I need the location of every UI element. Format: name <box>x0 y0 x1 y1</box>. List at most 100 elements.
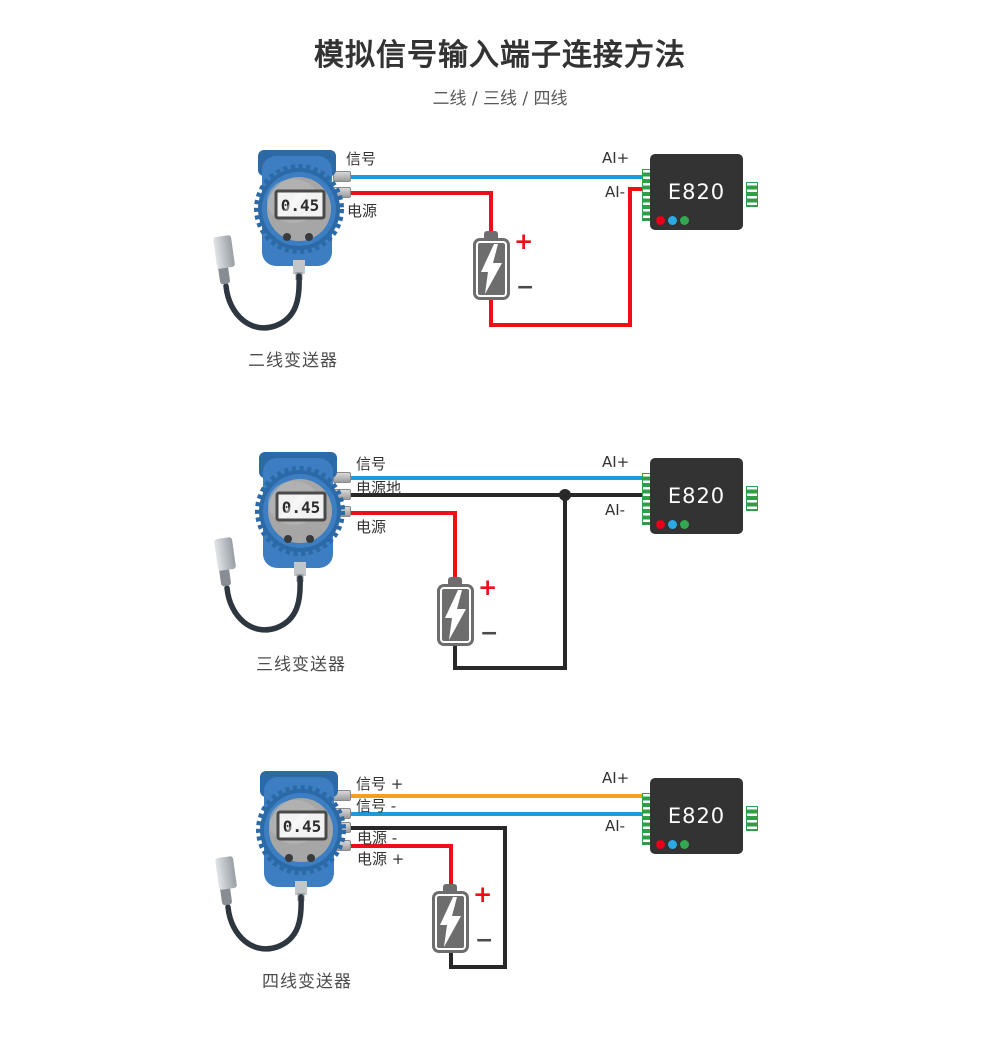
module-model-label: E820 <box>667 484 726 508</box>
ground-wire <box>350 493 648 497</box>
sensor-cable <box>224 575 303 633</box>
power-minus-wire-segment <box>350 826 507 830</box>
pressure-transmitter: 0.45 <box>214 452 345 633</box>
lcd-value: 0.45 <box>281 196 320 215</box>
battery-minus-label: − <box>516 275 535 300</box>
led-red-icon <box>656 520 665 529</box>
input-label-ai-minus: AI- <box>605 817 626 835</box>
led-blue-icon <box>668 520 677 529</box>
pressure-transmitter: 0.45 <box>213 150 344 331</box>
signal-wire <box>350 476 648 480</box>
lightning-bolt-icon <box>440 897 461 947</box>
signal-plus-wire <box>350 794 648 798</box>
battery-plus-label: + <box>514 229 534 255</box>
lcd-value: 0.45 <box>282 498 321 517</box>
adjust-button-icon <box>307 854 315 862</box>
power-wire-segment <box>489 191 493 239</box>
diagram-caption: 四线变送器 <box>262 972 352 992</box>
battery-cap <box>448 577 462 586</box>
led-blue-icon <box>668 216 677 225</box>
sensor-probe <box>214 537 236 571</box>
battery-cell <box>437 584 474 646</box>
e820-module: E820 <box>642 776 760 856</box>
terminal-label-power: 电源 <box>356 518 387 536</box>
module-body: E820 <box>650 458 743 534</box>
power-wire-segment <box>489 323 632 327</box>
input-label-ai-plus: AI+ <box>602 453 630 471</box>
lcd-glare <box>281 814 309 837</box>
module-body: E820 <box>650 154 743 230</box>
junction-dot <box>559 489 571 501</box>
lcd-display <box>274 189 326 220</box>
sensor-cable <box>225 894 304 952</box>
lightning-bolt-icon <box>445 590 466 640</box>
module-body: E820 <box>650 778 743 854</box>
battery-cell <box>432 891 469 953</box>
battery-cap <box>484 231 498 240</box>
e820-module: E820 <box>642 456 760 536</box>
signal-minus-wire <box>350 812 648 816</box>
terminal-label-signal-minus: 信号 - <box>356 797 397 815</box>
sensor-probe <box>215 856 237 890</box>
power-wire-segment <box>628 187 632 327</box>
process-stem <box>293 260 305 274</box>
power-wire-segment <box>350 511 455 515</box>
power-wire-segment <box>350 191 491 195</box>
terminal-block-right <box>746 182 758 207</box>
lcd-glare <box>279 193 307 216</box>
terminal-label-ground: 电源地 <box>356 479 402 497</box>
terminal-label-signal: 信号 <box>356 455 387 473</box>
power-plus-wire-segment <box>449 844 453 891</box>
led-red-icon <box>656 216 665 225</box>
lcd-value: 0.45 <box>283 817 322 836</box>
battery-cell <box>473 238 510 300</box>
terminal-block-right <box>746 486 758 511</box>
page-subtitle: 二线 / 三线 / 四线 <box>432 89 568 109</box>
process-stem <box>294 562 306 576</box>
terminal-label-signal: 信号 <box>346 150 377 168</box>
probe-neck <box>218 263 230 285</box>
terminal-block-right <box>746 806 758 831</box>
terminal-nub-signal <box>333 472 351 483</box>
led-blue-icon <box>668 840 677 849</box>
adjust-button-icon <box>306 535 314 543</box>
lcd-display <box>276 810 328 841</box>
power-plus-wire-segment <box>350 844 453 848</box>
power-wire-segment <box>489 297 493 327</box>
battery-minus-label: − <box>480 621 499 646</box>
power-minus-wire-segment <box>503 826 507 969</box>
led-green-icon <box>680 840 689 849</box>
led-red-icon <box>656 840 665 849</box>
battery-minus-label: − <box>475 928 494 953</box>
input-label-ai-minus: AI- <box>605 183 626 201</box>
signal-wire <box>350 175 648 179</box>
page-title: 模拟信号输入端子连接方法 <box>314 38 686 73</box>
led-green-icon <box>680 216 689 225</box>
input-label-ai-plus: AI+ <box>602 149 630 167</box>
ground-wire-segment <box>453 646 457 670</box>
diagram-caption: 二线变送器 <box>248 351 338 371</box>
power-minus-wire-segment <box>449 965 507 969</box>
battery-outline <box>476 241 507 297</box>
sensor-cable <box>223 273 302 331</box>
terminal-label-power: 电源 <box>347 202 378 220</box>
lcd-display <box>275 491 327 522</box>
terminal-nub-signal <box>333 171 351 182</box>
pressure-transmitter: 0.45 <box>215 771 346 952</box>
input-label-ai-minus: AI- <box>605 501 626 519</box>
module-model-label: E820 <box>667 180 726 204</box>
terminal-label-power-minus: 电源 - <box>357 829 398 847</box>
battery-plus-label: + <box>478 575 498 601</box>
battery: + − <box>431 882 495 958</box>
battery: + − <box>472 229 536 305</box>
probe-neck <box>220 884 232 906</box>
battery: + − <box>436 575 500 651</box>
e820-module: E820 <box>642 152 760 232</box>
adjust-button-icon <box>305 233 313 241</box>
adjust-button-icon <box>285 854 293 862</box>
ground-wire-segment <box>453 666 567 670</box>
battery-outline <box>435 894 466 950</box>
input-label-ai-plus: AI+ <box>602 769 630 787</box>
lcd-glare <box>280 495 308 518</box>
